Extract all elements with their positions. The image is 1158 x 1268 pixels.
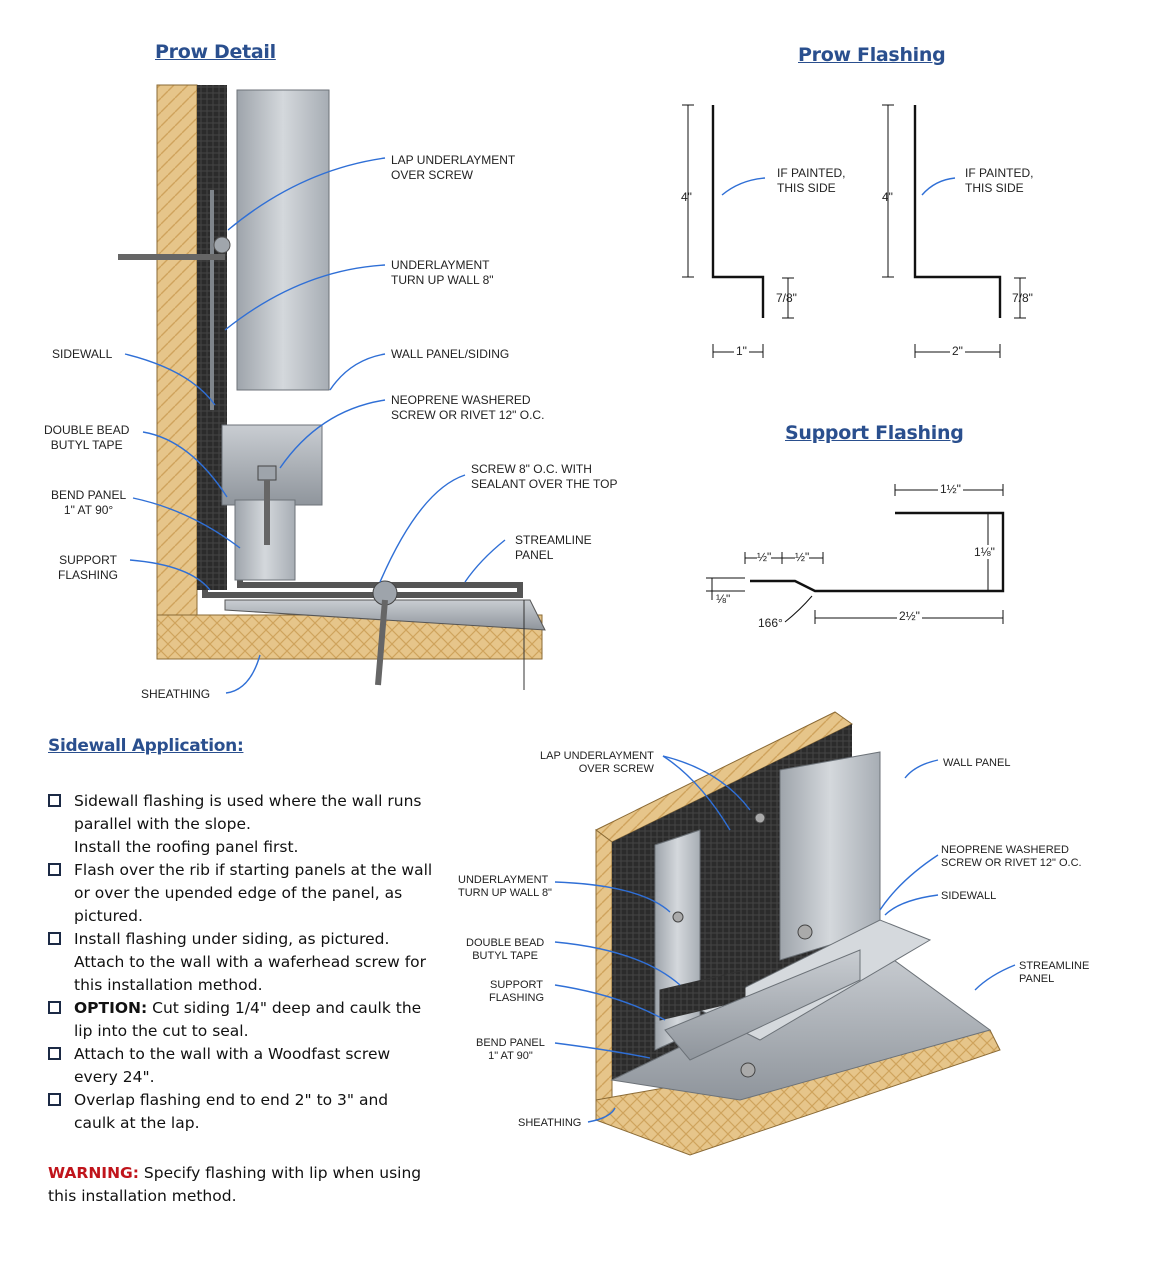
prow-flashing-leaders bbox=[721, 177, 956, 196]
label-wall-panel: WALL PANEL/SIDING bbox=[391, 347, 510, 361]
dim-support-bottom: 2½" bbox=[897, 609, 922, 623]
iso-label-wall-panel: WALL PANEL bbox=[943, 757, 1011, 769]
label-right-painted: IF PAINTED, THIS SIDE bbox=[965, 166, 1034, 195]
dim-right-height: 4" bbox=[882, 190, 893, 204]
iso-label-lap-underlayment: LAP UNDERLAYMENT OVER SCREW bbox=[540, 750, 654, 775]
instruction-item: Flash over the rib if starting panels at… bbox=[48, 859, 433, 928]
angle-leader bbox=[784, 595, 813, 623]
iso-label-butyl: DOUBLE BEAD BUTYL TAPE bbox=[466, 937, 545, 962]
dim-left-width: 1" bbox=[734, 344, 749, 358]
dim-support-top: 1½" bbox=[938, 482, 963, 496]
prow-detail-title: Prow Detail bbox=[155, 41, 276, 63]
dim-support-eighth: ⅛" bbox=[716, 592, 731, 606]
prow-flashing-left-dims bbox=[682, 104, 794, 358]
iso-drawing bbox=[595, 711, 1001, 1156]
support-flashing-dims bbox=[706, 484, 1004, 624]
dim-right-width: 2" bbox=[950, 344, 965, 358]
label-sidewall: SIDEWALL bbox=[52, 347, 113, 361]
label-screw-sealant: SCREW 8" O.C. WITH SEALANT OVER THE TOP bbox=[471, 462, 618, 491]
support-flashing-title: Support Flashing bbox=[785, 422, 964, 444]
iso-leaders bbox=[554, 755, 1016, 1123]
instruction-item: OPTION: Cut siding 1/4" deep and caulk t… bbox=[48, 997, 433, 1043]
prow-flashing-left-profile bbox=[711, 105, 765, 318]
label-streamline: STREAMLINE PANEL bbox=[515, 533, 592, 562]
dim-right-lip: 7/8" bbox=[1012, 291, 1033, 305]
iso-label-support-flashing: SUPPORT FLASHING bbox=[489, 979, 545, 1004]
dim-support-right: 1⅛" bbox=[972, 545, 997, 559]
label-lap-underlayment: LAP UNDERLAYMENT OVER SCREW bbox=[391, 153, 516, 182]
checkbox-icon bbox=[48, 1047, 61, 1060]
sidewall-instructions: Sidewall flashing is used where the wall… bbox=[48, 790, 433, 1135]
prow-flashing-right-dims bbox=[882, 104, 1026, 358]
label-left-painted: IF PAINTED, THIS SIDE bbox=[777, 166, 846, 195]
checkbox-icon bbox=[48, 1093, 61, 1106]
instruction-item: Sidewall flashing is used where the wall… bbox=[48, 790, 433, 859]
iso-label-bend-panel: BEND PANEL 1" AT 90" bbox=[476, 1037, 545, 1062]
checkbox-icon bbox=[48, 1001, 61, 1014]
dim-support-half1: ½" bbox=[757, 550, 772, 564]
label-sheathing: SHEATHING bbox=[141, 687, 211, 701]
checkbox-icon bbox=[48, 794, 61, 807]
iso-label-neoprene: NEOPRENE WASHERED SCREW OR RIVET 12" O.C… bbox=[941, 844, 1082, 869]
prow-flashing-title: Prow Flashing bbox=[798, 44, 946, 66]
label-neoprene: NEOPRENE WASHERED SCREW OR RIVET 12" O.C… bbox=[391, 393, 545, 422]
sidewall-application-title: Sidewall Application: bbox=[48, 736, 244, 756]
prow-detail-drawing bbox=[118, 84, 546, 690]
iso-label-sidewall: SIDEWALL bbox=[941, 890, 997, 902]
iso-label-sheathing: SHEATHING bbox=[518, 1117, 582, 1129]
checkbox-icon bbox=[48, 863, 61, 876]
label-support-flashing: SUPPORT FLASHING bbox=[58, 553, 119, 582]
dim-support-angle: 166° bbox=[758, 616, 783, 630]
checkbox-icon bbox=[48, 932, 61, 945]
instruction-item: Overlap flashing end to end 2" to 3" and… bbox=[48, 1089, 433, 1135]
warning-note: WARNING: Specify flashing with lip when … bbox=[48, 1164, 422, 1205]
label-butyl: DOUBLE BEAD BUTYL TAPE bbox=[44, 423, 130, 452]
iso-label-streamline: STREAMLINE PANEL bbox=[1019, 960, 1090, 985]
support-flashing-profile bbox=[750, 511, 1005, 593]
instruction-item: Attach to the wall with a Woodfast screw… bbox=[48, 1043, 433, 1089]
dim-left-lip: 7/8" bbox=[776, 291, 797, 305]
prow-detail-leaders bbox=[124, 157, 506, 694]
instruction-item: Install flashing under siding, as pictur… bbox=[48, 928, 433, 997]
iso-label-underlayment-turn: UNDERLAYMENT TURN UP WALL 8" bbox=[458, 874, 552, 899]
warning-label: WARNING: bbox=[48, 1164, 139, 1182]
prow-flashing-right-profile bbox=[913, 105, 1002, 318]
label-bend-panel: BEND PANEL 1" AT 90° bbox=[51, 488, 127, 517]
dim-support-half2: ½" bbox=[795, 550, 810, 564]
label-underlayment-turn: UNDERLAYMENT TURN UP WALL 8" bbox=[391, 258, 494, 287]
dim-left-height: 4" bbox=[681, 190, 692, 204]
